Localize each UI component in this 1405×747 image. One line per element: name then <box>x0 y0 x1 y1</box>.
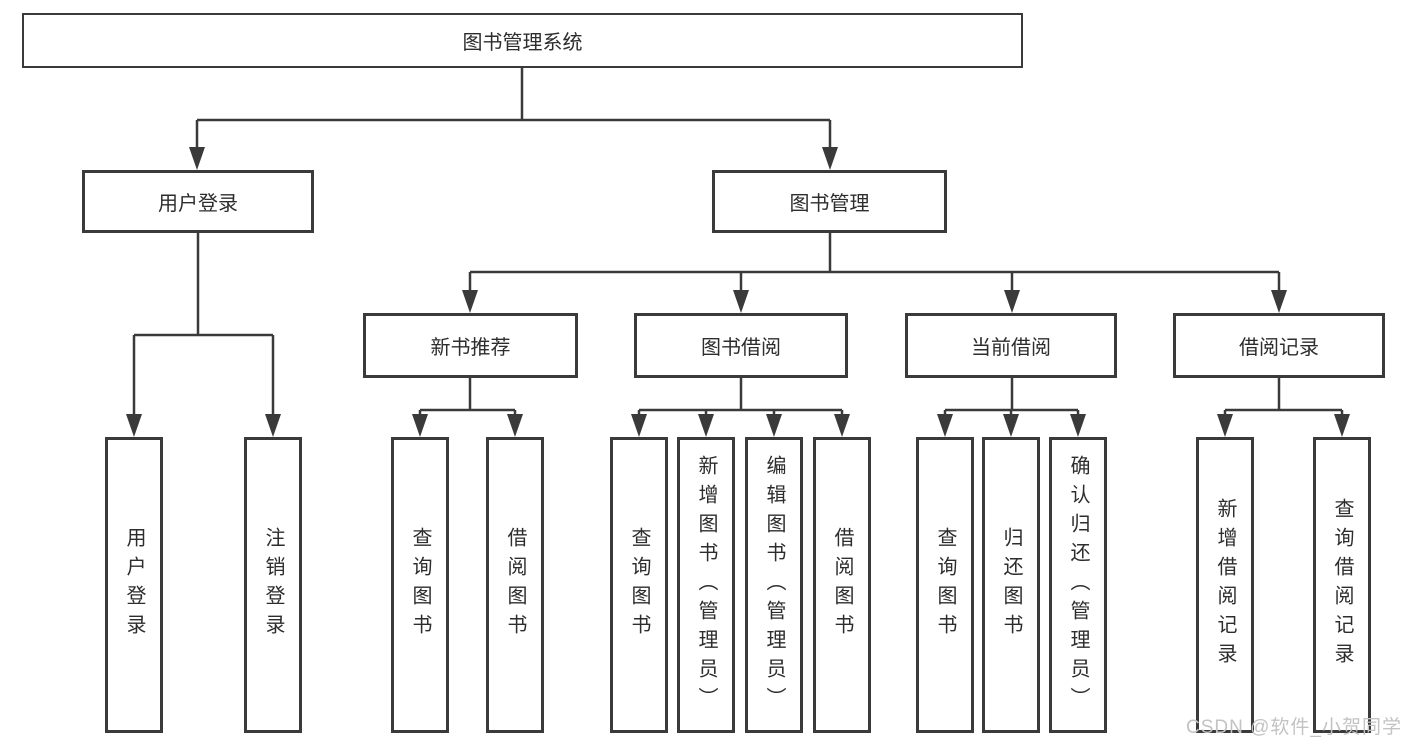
leaf-add-borrow-record: 新增借阅记录 <box>1196 437 1254 733</box>
leaf-logout: 注销登录 <box>244 437 302 733</box>
node-book-borrow: 图书借阅 <box>634 313 848 378</box>
node-current-borrow: 当前借阅 <box>905 313 1117 378</box>
leaf-borrow-book-2: 借阅图书 <box>813 437 871 733</box>
node-new-book-recommend: 新书推荐 <box>363 313 578 378</box>
leaf-return-book: 归还图书 <box>982 437 1040 733</box>
leaf-borrow-book-1: 借阅图书 <box>486 437 544 733</box>
leaf-query-borrow-record: 查询借阅记录 <box>1313 437 1371 733</box>
node-borrow-records: 借阅记录 <box>1173 313 1385 378</box>
leaf-confirm-return-admin: 确认归还（管理员） <box>1049 437 1107 733</box>
leaf-query-book-1: 查询图书 <box>391 437 449 733</box>
leaf-query-book-3: 查询图书 <box>916 437 974 733</box>
leaf-user-login: 用户登录 <box>105 437 163 733</box>
leaf-edit-book-admin: 编辑图书（管理员） <box>745 437 803 733</box>
node-root: 图书管理系统 <box>22 13 1023 68</box>
leaf-query-book-2: 查询图书 <box>610 437 668 733</box>
node-user-login: 用户登录 <box>82 170 314 233</box>
node-book-management: 图书管理 <box>712 170 947 233</box>
watermark: CSDN @软件_小贺同学 <box>1186 717 1402 738</box>
leaf-add-book-admin: 新增图书（管理员） <box>677 437 735 733</box>
